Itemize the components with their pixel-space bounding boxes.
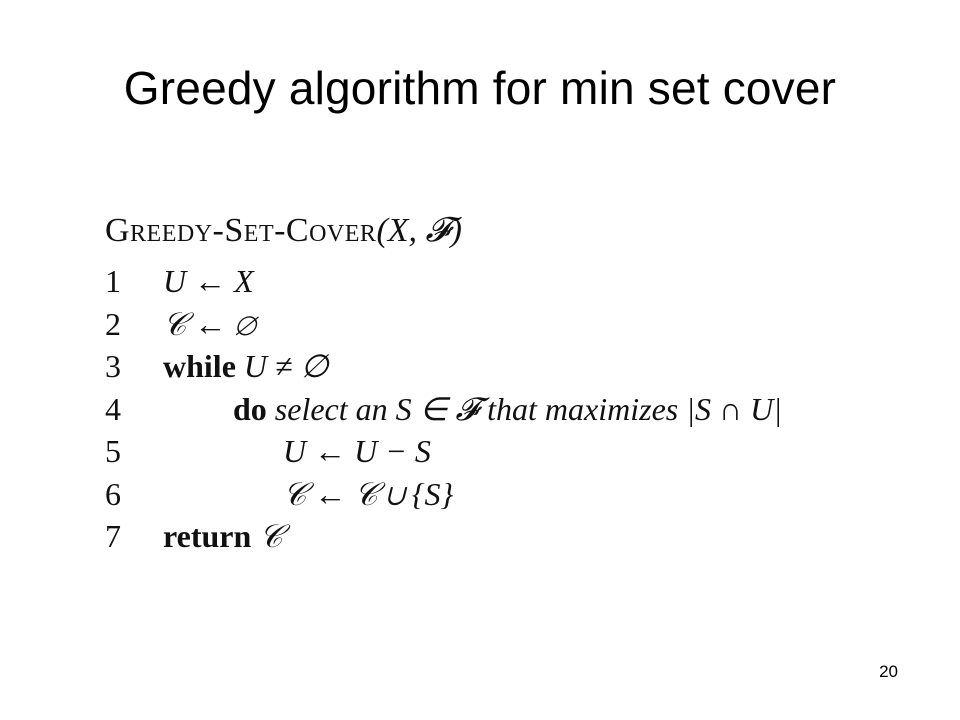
statement: 𝒞 ← ∅ (163, 305, 256, 342)
algorithm-args: (X, 𝓕) (376, 212, 462, 249)
line-code: return 𝒞 (163, 515, 283, 557)
algorithm-header: Greedy-Set-Cover(X, 𝓕) (105, 208, 462, 260)
line-code: do select an S ∈ 𝓕 that maximizes |S ∩ U… (233, 388, 782, 430)
line-code: U ← X (163, 260, 254, 302)
keyword: do (233, 390, 275, 427)
algorithm-line-6: 6 𝒞 ← 𝒞 ∪ {S} (105, 473, 462, 516)
keyword: while (163, 348, 244, 384)
algorithm-lines: 1 U ← X 2 𝒞 ← ∅ 3 while U ≠ ∅ 4 do select an S … (105, 260, 782, 558)
statement: U ≠ ∅ (243, 348, 329, 384)
algorithm-block: Greedy-Set-Cover(X, 𝓕) 1 U ← X 2 𝒞 ← ∅ 3 whil… (105, 208, 782, 558)
statement: U ← U − S (283, 433, 431, 469)
line-number: 1 (105, 263, 121, 299)
line-number: 2 (105, 305, 121, 342)
line-code: 𝒞 ← 𝒞 ∪ {S} (283, 473, 453, 515)
keyword: return (163, 518, 260, 554)
statement: U ← X (163, 263, 254, 299)
line-number: 3 (105, 348, 121, 384)
algorithm-line-2: 2 𝒞 ← ∅ (105, 303, 462, 346)
algorithm-line-4: 4 do select an S ∈ 𝓕 that maximizes |S ∩ … (105, 388, 782, 431)
line-code: 𝒞 ← ∅ (163, 303, 256, 345)
statement: 𝒞 (259, 518, 283, 554)
page-number: 20 (879, 662, 898, 681)
line-code: while U ≠ ∅ (163, 345, 328, 387)
algorithm-name: Greedy-Set-Cover (105, 212, 377, 249)
line-number: 4 (105, 390, 121, 427)
algorithm-line-5: 5 U ← U − S (105, 430, 462, 473)
statement: select an S ∈ 𝓕 that maximizes |S ∩ U| (274, 390, 783, 427)
slide-title: Greedy algorithm for min set cover (123, 62, 837, 114)
algorithm-line-3: 3 while U ≠ ∅ (105, 345, 462, 388)
line-number: 6 (105, 475, 121, 512)
line-number: 5 (105, 433, 121, 469)
algorithm-line-7: 7 return 𝒞 (105, 515, 462, 558)
algorithm-line-1: 1 U ← X (105, 260, 462, 303)
statement: 𝒞 ← 𝒞 ∪ {S} (283, 475, 454, 512)
line-number: 7 (105, 518, 121, 554)
line-code: U ← U − S (283, 430, 431, 472)
